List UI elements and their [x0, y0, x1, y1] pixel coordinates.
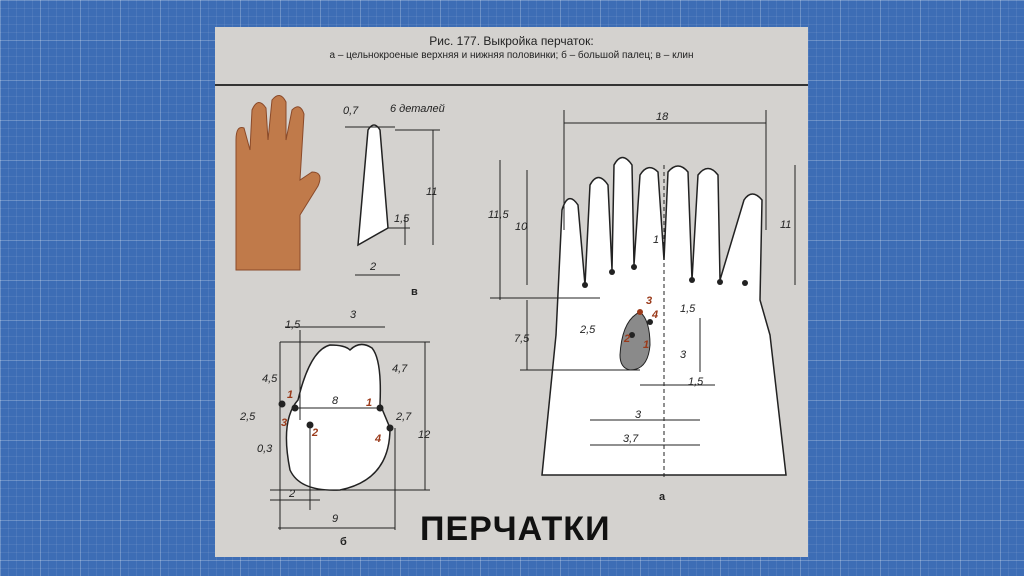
- piece-letter: б: [340, 536, 347, 548]
- dim-label: 0,3: [257, 443, 273, 455]
- point-label: 2: [623, 333, 630, 345]
- dim-label: 3: [350, 309, 357, 321]
- dim-label: 2,7: [395, 411, 412, 423]
- dim-label: 3,7: [623, 433, 639, 445]
- point-label: 4: [651, 309, 658, 321]
- point-label: 1: [643, 339, 649, 351]
- dim-label: 1: [653, 234, 659, 246]
- dim-label: 2,5: [239, 411, 256, 423]
- dim-label: 11,5: [488, 209, 509, 221]
- dim-label: 1,5: [394, 213, 410, 225]
- figure-caption-title: Рис. 177. Выкройка перчаток:: [429, 34, 594, 48]
- dim-label: 2,5: [579, 324, 596, 336]
- dim-label: 7,5: [514, 333, 530, 345]
- dim-label: 0,7: [343, 105, 359, 117]
- dim-label: 9: [332, 513, 338, 525]
- gusset-piece: [357, 124, 389, 247]
- point-label: 3: [646, 295, 652, 307]
- figure-caption-legend: а – цельнокроеные верхняя и нижняя полов…: [329, 50, 694, 61]
- dim-label: 1,5: [688, 376, 704, 388]
- dim-label: 11: [426, 186, 437, 198]
- pattern-drawing: 0,7 6 деталей 11 1,5 2 в 18 11,5 10 11 1…: [215, 84, 808, 548]
- dim-label: 4,7: [392, 363, 408, 375]
- dim-label: 18: [656, 111, 669, 123]
- point-label: 4: [374, 433, 381, 445]
- dim-label: 6 деталей: [390, 103, 445, 115]
- hand-illustration: [235, 95, 321, 271]
- dim-label: 8: [332, 395, 339, 407]
- dim-label: 1,5: [680, 303, 696, 315]
- point-label: 2: [311, 427, 318, 439]
- glove-pattern-figure: Рис. 177. Выкройка перчаток: а – цельнок…: [215, 27, 808, 557]
- dim-label: 1,5: [285, 319, 301, 331]
- thumb-opening: [619, 311, 651, 371]
- dim-label: 10: [515, 221, 528, 233]
- point-label: 1: [287, 389, 293, 401]
- dim-label: 11: [780, 219, 791, 231]
- dim-label: 4,5: [262, 373, 278, 385]
- slide-title: ПЕРЧАТКИ: [420, 510, 611, 548]
- point-label: 1: [366, 397, 372, 409]
- piece-letter: а: [659, 491, 666, 503]
- dim-label: 2: [369, 261, 376, 273]
- dim-label: 3: [680, 349, 687, 361]
- dim-label: 12: [418, 429, 430, 441]
- piece-letter: в: [411, 286, 418, 298]
- dim-label: 3: [635, 409, 642, 421]
- dim-label: 2: [288, 488, 295, 500]
- point-label: 3: [281, 417, 287, 429]
